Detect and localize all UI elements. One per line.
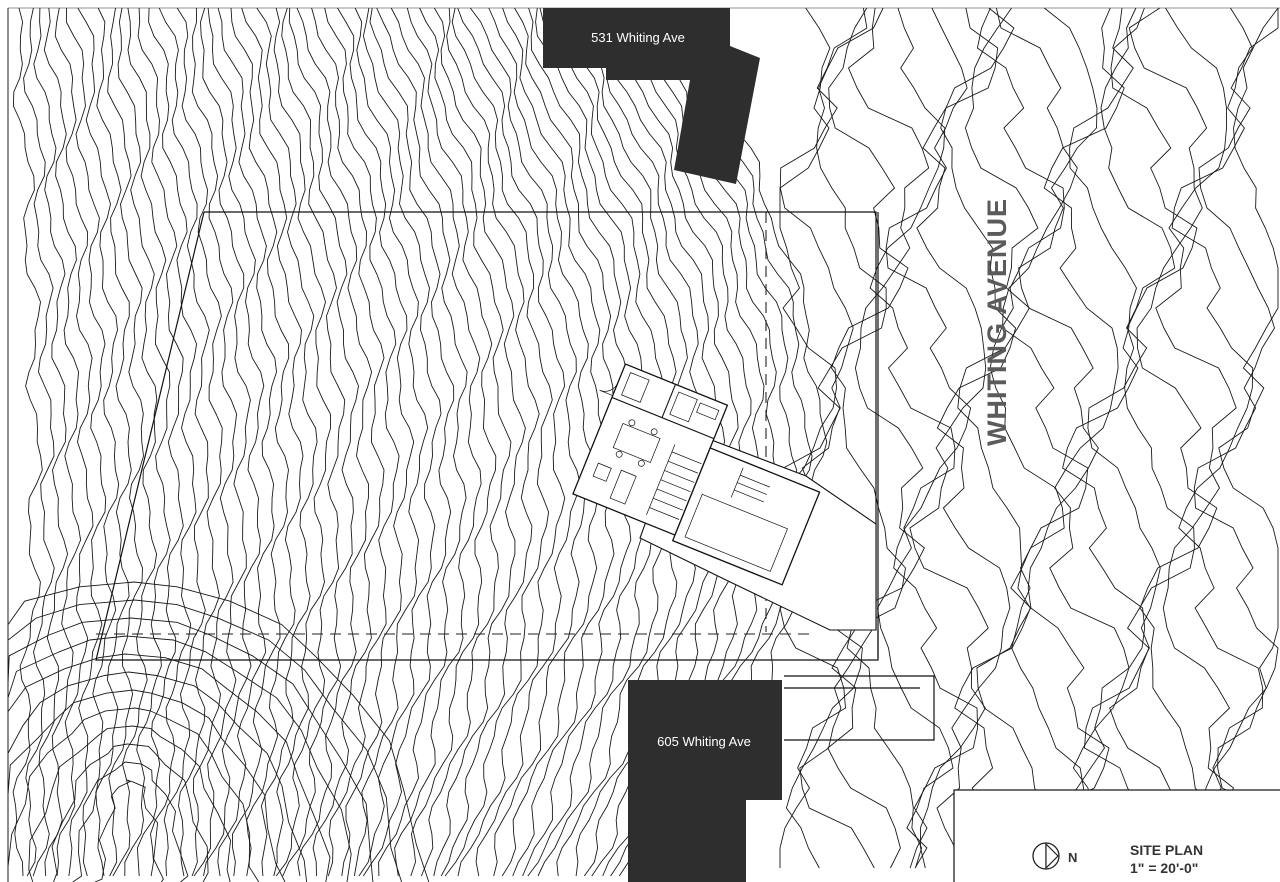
- contour-line: [12, 7, 43, 877]
- contour-line: [1018, 7, 1110, 869]
- street-name-label: WHITING AVENUE: [982, 198, 1012, 446]
- contour-line: [256, 7, 318, 877]
- contour-line: [43, 7, 82, 877]
- contour-line: [28, 725, 232, 882]
- plan-scale: 1" = 20'-0": [1130, 860, 1198, 876]
- contour-line: [954, 7, 1039, 869]
- contour-line: [311, 7, 385, 877]
- contour-line: [1128, 7, 1218, 869]
- contour-line: [846, 7, 930, 869]
- contour-line: [203, 7, 265, 877]
- neighbor-label-605: 605 Whiting Ave: [657, 734, 751, 749]
- contour-line: [7, 581, 430, 882]
- contour-line: [51, 743, 209, 882]
- contour-line: [779, 7, 868, 869]
- contour-line: [444, 7, 553, 877]
- contour-line: [976, 7, 1065, 869]
- contour-line: [390, 7, 482, 877]
- contour-line: [124, 7, 171, 877]
- contour-line: [827, 7, 909, 869]
- contour-line: [112, 7, 158, 877]
- contour-line: [296, 7, 373, 877]
- contour-line: [282, 7, 359, 877]
- contour-line: [488, 7, 596, 877]
- contour-line: [324, 7, 400, 877]
- contour-line: [1062, 7, 1146, 869]
- contour-line: [193, 7, 251, 877]
- contour-line: [909, 7, 999, 869]
- contour-line: [32, 7, 69, 877]
- contour-line: [1171, 7, 1264, 869]
- contour-line: [1155, 7, 1237, 869]
- contour-line: [995, 7, 1089, 869]
- contour-line: [54, 7, 94, 877]
- contour-line: [433, 7, 526, 877]
- north-arrow-icon: [1032, 842, 1060, 870]
- contour-line: [1043, 7, 1130, 869]
- contour-line: [158, 7, 210, 877]
- contour-line: [275, 7, 346, 877]
- contour-line: [885, 7, 979, 869]
- contour-line: [353, 7, 429, 877]
- contour-line: [148, 7, 198, 877]
- contour-line: [7, 599, 403, 882]
- contour-line: [7, 689, 286, 882]
- contour-line: [191, 7, 238, 877]
- contour-line: [358, 7, 442, 877]
- contour-line: [337, 7, 415, 877]
- neighbor-label-531: 531 Whiting Ave: [591, 30, 685, 45]
- contour-line: [1109, 7, 1198, 869]
- contour-line: [457, 7, 566, 877]
- contour-line: [362, 7, 455, 877]
- contour-line: [1084, 7, 1176, 869]
- contour-line: [440, 7, 540, 877]
- contour-line: [936, 7, 1017, 869]
- contour-line: [7, 707, 260, 882]
- contour-line: [469, 7, 581, 877]
- north-label: N: [1068, 850, 1077, 865]
- title-block: N SITE PLAN 1" = 20'-0": [953, 789, 1280, 882]
- property-boundary: [95, 211, 879, 661]
- contour-line: [376, 7, 468, 877]
- contour-line: [94, 779, 164, 882]
- contour-line: [77, 7, 120, 877]
- contour-line: [217, 7, 277, 877]
- contour-line: [95, 7, 132, 877]
- contour-line: [1217, 7, 1279, 869]
- contour-line: [65, 7, 107, 877]
- neighbor-building-531: 531 Whiting Ave: [543, 8, 760, 184]
- contour-line: [1193, 8, 1279, 869]
- proposed-house-footprint: [572, 363, 821, 586]
- adjacent-structures: [784, 675, 935, 741]
- contour-line: [230, 7, 290, 877]
- contour-line: [273, 7, 332, 877]
- contour-line: [136, 7, 184, 877]
- contour-line: [72, 761, 189, 882]
- contour-line: [419, 7, 512, 877]
- contour-line: [176, 7, 223, 877]
- contour-line: [107, 7, 144, 877]
- neighbor-building-605: 605 Whiting Ave: [628, 680, 782, 882]
- contour-line: [799, 7, 887, 869]
- contour-line: [23, 7, 55, 877]
- contour-line: [869, 7, 956, 869]
- plan-title: SITE PLAN: [1130, 842, 1203, 858]
- contour-line: [779, 7, 846, 868]
- contour-line: [7, 635, 352, 882]
- topographic-contours: [7, 7, 1279, 882]
- contour-line: [406, 7, 497, 877]
